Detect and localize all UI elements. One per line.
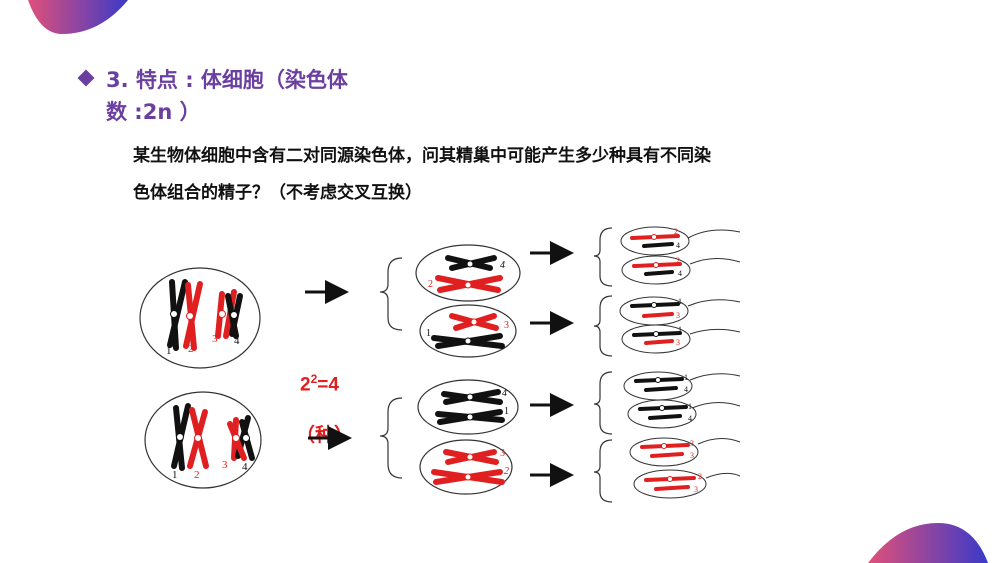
label-4: 4 (502, 388, 507, 399)
label-4: 4 (242, 461, 248, 473)
secondary-cell-4: 3 2 (419, 439, 513, 495)
brace-icon (379, 397, 403, 479)
parent-cell-top: 1 2 3 4 (139, 267, 261, 369)
label-2: 2 (674, 227, 678, 236)
brace-icon (593, 227, 613, 287)
label-3: 3 (694, 485, 698, 494)
question-line-1: 某生物体细胞中含有二对同源染色体，问其精巢中可能产生多少种具有不同染 (133, 146, 711, 166)
sperm-tails (687, 229, 741, 479)
top-left-corner-decoration (28, 0, 128, 34)
arrows (305, 241, 574, 487)
sperm-1: 2 4 (620, 226, 690, 256)
parent-cell-bottom: 1 2 3 4 (144, 391, 262, 489)
sperm-6: 1 4 (627, 399, 697, 429)
label-3: 3 (222, 459, 228, 471)
formula-exponent: 2 (310, 372, 318, 386)
label-1: 1 (678, 297, 682, 306)
label-1: 1 (166, 345, 172, 357)
formula-rest: =4 (317, 374, 339, 396)
question-text: 某生物体细胞中含有二对同源染色体，问其精巢中可能产生多少种具有不同染 色体组合的… (133, 138, 853, 212)
label-1: 1 (688, 402, 692, 411)
sperm-8: 2 3 (633, 469, 707, 499)
label-3: 3 (504, 320, 509, 331)
brace-icon (593, 371, 613, 435)
formula-base: 2 (300, 374, 311, 396)
label-2: 2 (428, 279, 433, 290)
sperm-3: 1 3 (619, 296, 689, 326)
heading-line-1: 3. 特点 : 体细胞（染色体 (106, 68, 348, 92)
label-4: 4 (500, 260, 505, 271)
secondary-cell-1: 4 2 (415, 244, 521, 302)
label-3: 3 (212, 333, 218, 345)
label-3: 3 (676, 338, 680, 347)
label-2: 2 (676, 256, 680, 265)
label-4: 4 (676, 241, 680, 250)
label-3: 3 (690, 451, 694, 460)
secondary-cell-2: 3 1 (419, 304, 517, 358)
bottom-right-corner-decoration (868, 523, 988, 563)
braces (379, 227, 613, 503)
label-2: 2 (698, 472, 702, 481)
label-2: 2 (194, 469, 200, 481)
label-4: 4 (678, 269, 682, 278)
result-formula: 22=4 （种） (296, 372, 353, 446)
label-4: 4 (234, 335, 240, 347)
question-line-2: 色体组合的精子？（不考虑交叉互换） (133, 183, 422, 203)
label-4: 4 (688, 414, 692, 423)
label-2: 2 (504, 466, 509, 477)
sperm-4: 1 3 (621, 324, 691, 354)
sperm-7: 3 3 (629, 437, 699, 467)
sperm-5: 1 4 (623, 371, 693, 401)
label-1: 1 (678, 325, 682, 334)
label-1: 1 (426, 328, 431, 339)
label-3: 3 (690, 439, 694, 448)
sperm-2: 2 4 (621, 255, 691, 285)
label-2: 2 (188, 343, 194, 355)
secondary-cell-3: 4 1 (417, 379, 519, 435)
label-1: 1 (504, 406, 509, 417)
label-1: 1 (684, 373, 688, 382)
label-3: 3 (676, 311, 680, 320)
label-4: 4 (684, 385, 688, 394)
heading-line-2: 数 :2n ） (106, 100, 201, 124)
label-1: 1 (172, 469, 178, 481)
brace-icon (593, 295, 613, 357)
brace-icon (379, 257, 403, 331)
brace-icon (593, 439, 613, 503)
label-3: 3 (500, 448, 505, 459)
